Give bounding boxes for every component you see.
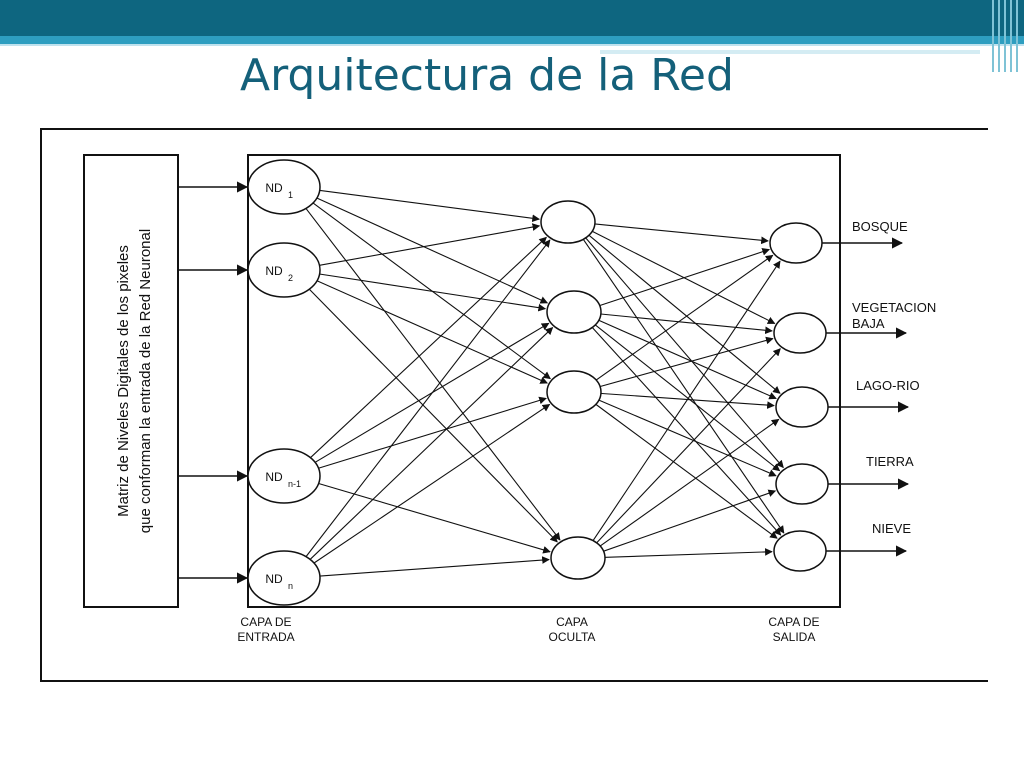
connection-hidden-1-output-3 xyxy=(586,233,781,394)
connection-lines xyxy=(303,189,785,577)
connection-input-2-hidden-3 xyxy=(313,278,548,384)
network-frame xyxy=(247,154,841,608)
input-node-1 xyxy=(247,159,321,215)
connection-hidden-3-output-1 xyxy=(593,254,774,382)
connection-hidden-3-output-2 xyxy=(597,336,774,388)
hidden-node-4 xyxy=(550,536,606,580)
hidden-node-1 xyxy=(540,200,596,244)
output-label-4: TIERRA xyxy=(866,454,914,469)
connection-hidden-3-output-5 xyxy=(593,402,778,539)
connection-input-2-hidden-4 xyxy=(306,286,558,543)
connection-hidden-1-output-5 xyxy=(581,237,785,534)
input-node-label-2: ND xyxy=(265,264,283,278)
connection-hidden-1-output-4 xyxy=(583,235,784,469)
connection-input-3-hidden-3 xyxy=(314,396,547,470)
hidden-node-3 xyxy=(546,370,602,414)
output-node-4 xyxy=(775,463,829,505)
connection-input-2-hidden-2 xyxy=(315,272,547,312)
output-label-5: NIEVE xyxy=(872,521,911,536)
header-bar xyxy=(0,0,1024,36)
connection-hidden-2-output-3 xyxy=(596,318,777,400)
input-matrix-box xyxy=(83,154,179,608)
header-stripes xyxy=(990,0,1024,72)
connection-hidden-4-output-1 xyxy=(591,260,781,543)
output-node-5 xyxy=(773,530,827,572)
input-node-3 xyxy=(247,448,321,504)
input-node-label-1: ND xyxy=(265,181,283,195)
input-node-label-3: ND xyxy=(265,470,283,484)
connection-input-2-hidden-1 xyxy=(315,223,541,267)
connection-input-3-hidden-1 xyxy=(307,236,547,461)
connection-hidden-4-output-2 xyxy=(594,348,781,545)
input-matrix-label-line1: Matriz de Niveles Digitales de los pixel… xyxy=(115,245,132,517)
connection-hidden-2-output-2 xyxy=(598,313,773,335)
input-matrix-label-line2: que conforman la entrada de la Red Neuro… xyxy=(137,229,154,533)
hidden-node-2 xyxy=(546,290,602,334)
connection-input-3-hidden-2 xyxy=(311,322,550,465)
connection-input-4-hidden-1 xyxy=(303,239,551,560)
output-label-1: BOSQUE xyxy=(852,219,908,234)
connection-input-4-hidden-2 xyxy=(307,327,554,562)
header-accent-bar xyxy=(0,36,1024,44)
connection-hidden-2-output-1 xyxy=(597,248,770,307)
connection-input-1-hidden-3 xyxy=(310,200,551,380)
connection-hidden-1-output-1 xyxy=(592,223,769,245)
input-node-subscript-1: 1 xyxy=(288,190,293,200)
output-node-2 xyxy=(773,312,827,354)
input-arrows xyxy=(178,181,249,584)
connection-hidden-3-output-3 xyxy=(598,392,775,409)
diagram-frame xyxy=(40,128,1002,682)
connection-input-3-hidden-4 xyxy=(315,482,551,554)
output-node-1 xyxy=(769,222,823,264)
slide-title: Arquitectura de la Red xyxy=(240,50,734,101)
connection-hidden-2-output-4 xyxy=(593,322,781,472)
frame-right-mask xyxy=(988,126,1024,686)
connection-input-1-hidden-1 xyxy=(316,189,540,223)
output-arrows xyxy=(822,237,910,557)
connection-hidden-4-output-5 xyxy=(602,548,773,558)
connection-hidden-4-output-4 xyxy=(600,489,777,553)
input-node-4 xyxy=(247,550,321,606)
header-accent-line xyxy=(0,44,1024,46)
connection-input-1-hidden-2 xyxy=(313,196,549,304)
input-node-subscript-4: n xyxy=(288,581,293,591)
input-node-subscript-3: n-1 xyxy=(288,479,301,489)
connection-input-4-hidden-4 xyxy=(316,556,550,577)
connection-hidden-4-output-3 xyxy=(597,418,780,548)
input-node-subscript-2: 2 xyxy=(288,273,293,283)
header-accent-line-short xyxy=(600,50,980,54)
connection-hidden-2-output-5 xyxy=(590,325,782,536)
input-node-2 xyxy=(247,242,321,298)
output-node-3 xyxy=(775,386,829,428)
input-node-label-4: ND xyxy=(265,572,283,586)
connection-input-4-hidden-3 xyxy=(310,403,551,566)
connection-hidden-3-output-4 xyxy=(596,398,777,477)
connection-hidden-1-output-2 xyxy=(589,229,776,324)
connection-input-1-hidden-4 xyxy=(303,205,561,541)
output-label-3: LAGO-RIO xyxy=(856,378,920,393)
